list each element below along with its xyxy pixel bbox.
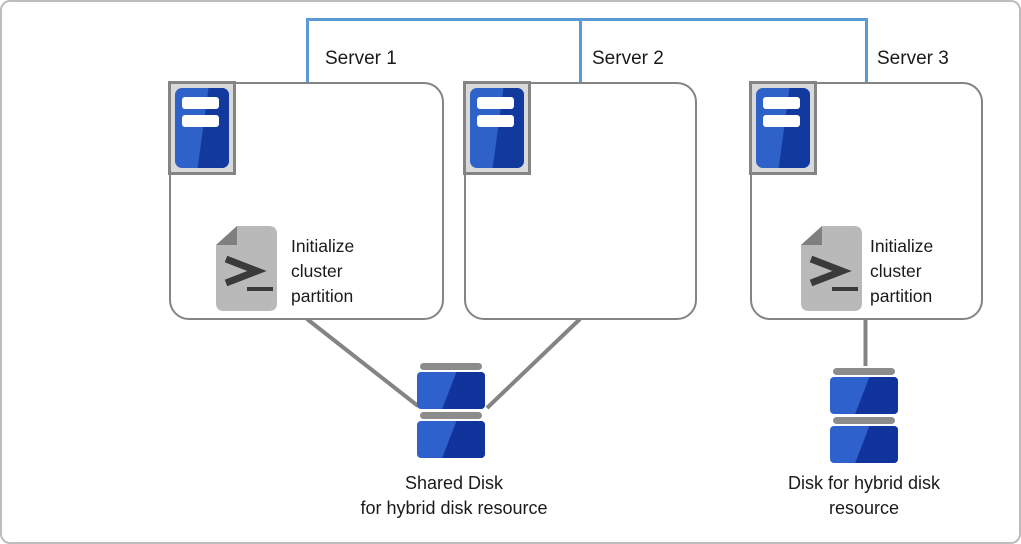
server3-box: Initialize cluster partition xyxy=(749,81,983,320)
caption-line: Shared Disk xyxy=(404,473,504,493)
disk-platter xyxy=(417,421,485,458)
server3-label: Server 3 xyxy=(877,48,949,69)
server-icon-slot xyxy=(477,115,514,127)
network-line xyxy=(306,18,868,82)
disk-cap xyxy=(833,417,895,424)
server-icon-body xyxy=(470,88,524,168)
caption-line: Disk for hybrid disk xyxy=(787,473,941,493)
connector-line-server1-shared-disk xyxy=(305,317,420,408)
server-icon xyxy=(749,81,817,175)
server-icon-slot xyxy=(763,115,800,127)
server1-box: Initialize cluster partition xyxy=(168,81,444,320)
caption-line: resource xyxy=(828,498,900,518)
server-icon xyxy=(463,81,531,175)
disk-cap xyxy=(420,363,482,370)
disk-platter xyxy=(830,377,898,414)
caption-line: for hybrid disk resource xyxy=(360,498,548,518)
script-note: Initialize cluster partition xyxy=(291,236,355,306)
server-icon-slot xyxy=(477,97,514,109)
disk-cap xyxy=(833,368,895,375)
script-note: Initialize cluster partition xyxy=(870,236,934,306)
server-icon xyxy=(168,81,236,175)
disk-cap xyxy=(420,412,482,419)
script-icon xyxy=(216,226,277,311)
shared-disk-icon xyxy=(417,363,485,461)
server-icon-slot xyxy=(182,97,219,109)
server1-label: Server 1 xyxy=(325,48,397,69)
hybrid-disk-icon xyxy=(830,368,898,466)
server-icon-body xyxy=(756,88,810,168)
shared-disk-caption: Shared Disk for hybrid disk resource xyxy=(329,471,579,521)
server2-box xyxy=(463,81,697,320)
disk-platter xyxy=(417,372,485,409)
connector-line-server2-shared-disk xyxy=(485,317,582,410)
server-icon-slot xyxy=(763,97,800,109)
disk-platter xyxy=(830,426,898,463)
server2-label: Server 2 xyxy=(592,48,664,69)
server-icon-slot xyxy=(182,115,219,127)
script-icon xyxy=(801,226,862,311)
server-icon-body xyxy=(175,88,229,168)
hybrid-disk-caption: Disk for hybrid disk resource xyxy=(744,471,984,521)
